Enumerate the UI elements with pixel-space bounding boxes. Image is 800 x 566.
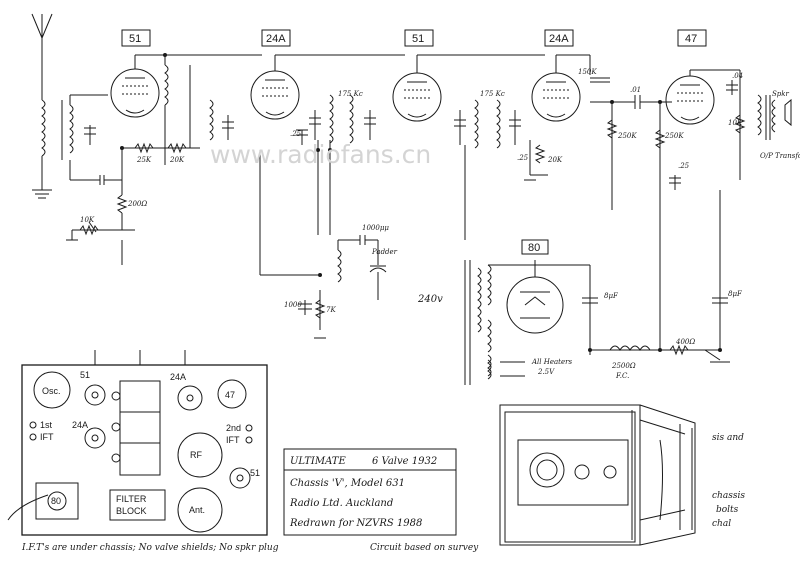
layout-osc: Osc. — [42, 386, 61, 396]
audio-coupling — [590, 95, 681, 350]
valve-label-80: 80 — [528, 242, 540, 254]
label-175kc-2: 175 Kc — [480, 90, 505, 98]
label-r-20k: 20K — [169, 156, 185, 164]
valve-label-51-a: 51 — [129, 33, 141, 45]
label-c-25b: .25 — [517, 154, 529, 162]
label-padder-c: 1000μμ — [362, 224, 389, 232]
note-circuit: Circuit based on survey — [370, 543, 479, 553]
label-r-10k-b: 10K — [728, 119, 743, 127]
layout-80: 80 — [51, 496, 61, 506]
valve-label-24a-a: 24A — [266, 33, 286, 45]
cabinet-sketch — [499, 404, 696, 546]
label-mains-voltage: 240v — [417, 294, 443, 305]
layout-filter-b: BLOCK — [116, 506, 147, 516]
layout-filter-a: FILTER — [116, 494, 147, 504]
title-line1: ULTIMATE — [290, 456, 346, 467]
valve-51-mixer — [110, 54, 262, 118]
label-r-250k-b: 250K — [664, 132, 684, 140]
if-transformer-2 — [454, 99, 521, 240]
valve-51-if — [392, 54, 545, 122]
label-heaters: All Heaters — [531, 358, 572, 366]
valve-label-box-rect — [521, 239, 549, 255]
label-c-1000: 1000 — [284, 301, 302, 309]
rectifier-valve-80 — [506, 260, 564, 334]
label-output-tf: O/P Transformer — [760, 152, 800, 160]
filter-network — [582, 265, 730, 363]
title-line2: Chassis 'V', Model 631 — [290, 478, 405, 489]
junction-dots — [120, 53, 722, 352]
valve-label-box-2 — [261, 29, 291, 47]
valve-label-51-b: 51 — [412, 33, 424, 45]
output-transformer — [757, 94, 792, 140]
label-r-200: 200Ω — [127, 200, 147, 208]
label-c-25a: .25 — [290, 130, 302, 138]
heater-winding — [487, 359, 525, 377]
label-heaters-v: 2.5V — [537, 368, 555, 376]
if-transformer-1 — [309, 94, 376, 235]
chassis-layout — [7, 350, 268, 536]
label-field-coil-fc: F.C. — [615, 372, 629, 380]
label-r-25k: 25K — [136, 156, 152, 164]
label-c-8uf-b: 8μF — [728, 290, 743, 298]
valve-label-box-4 — [544, 29, 574, 47]
power-transformer — [464, 260, 590, 385]
antenna-symbol — [31, 13, 53, 199]
valve-47-output — [665, 69, 746, 350]
label-c-01: .01 — [630, 86, 641, 94]
layout-ift1-a: 1st — [40, 420, 53, 430]
label-padder: Padder — [371, 248, 398, 256]
label-r-10k: 10K — [80, 216, 95, 224]
layout-ant: Ant. — [189, 505, 205, 515]
valve-24a-if — [250, 54, 405, 145]
rf-input-coil — [61, 94, 122, 185]
label-c-8uf-a: 8μF — [604, 292, 619, 300]
title-block — [283, 448, 457, 536]
label-r-7k: 7K — [326, 306, 336, 314]
layout-24a-top: 24A — [170, 372, 186, 382]
valve-label-box-1 — [121, 29, 151, 47]
label-r-20k-b: 20K — [547, 156, 563, 164]
note-bottom: I.F.T's are under chassis; No valve shie… — [21, 543, 279, 553]
layout-47: 47 — [225, 390, 235, 400]
watermark: www.radiofans.cn — [210, 140, 431, 169]
label-r-400: 400Ω — [675, 338, 695, 346]
label-r-150k: 150K — [578, 68, 597, 76]
valve-label-47: 47 — [685, 33, 697, 45]
layout-51a: 51 — [80, 370, 90, 380]
valve-label-box-3 — [404, 29, 434, 47]
note-side-3: bolts — [716, 505, 739, 515]
label-speaker: Spkr — [772, 90, 790, 98]
layout-51b: 51 — [250, 468, 260, 478]
title-line1b: 6 Valve 1932 — [372, 456, 437, 467]
layout-rf: RF — [190, 450, 202, 460]
title-line4: Redrawn for NZVRS 1988 — [289, 518, 422, 529]
layout-ift2-a: 2nd — [226, 423, 241, 433]
oscillator-coil — [259, 150, 387, 339]
layout-ift1-b: IFT — [40, 432, 54, 442]
stage2-coils — [164, 55, 234, 148]
label-r-250k: 250K — [617, 132, 637, 140]
label-c-04: .04 — [732, 72, 743, 80]
note-side-1: sis and — [712, 433, 744, 443]
valve-label-box-5 — [677, 29, 707, 47]
layout-ift2-b: IFT — [226, 435, 240, 445]
label-175kc-1: 175 Kc — [338, 90, 363, 98]
valve-label-24a-b: 24A — [549, 33, 569, 45]
note-side-2: chassis — [712, 491, 745, 501]
label-field-coil: 2500Ω — [611, 362, 636, 370]
title-line3: Radio Ltd. Auckland — [289, 498, 393, 509]
layout-24a-left: 24A — [72, 420, 88, 430]
valve-24a-detector — [524, 54, 610, 181]
note-side-4: chal — [712, 519, 731, 529]
stage1-resistors — [66, 142, 200, 241]
label-c-25c: .25 — [678, 162, 690, 170]
